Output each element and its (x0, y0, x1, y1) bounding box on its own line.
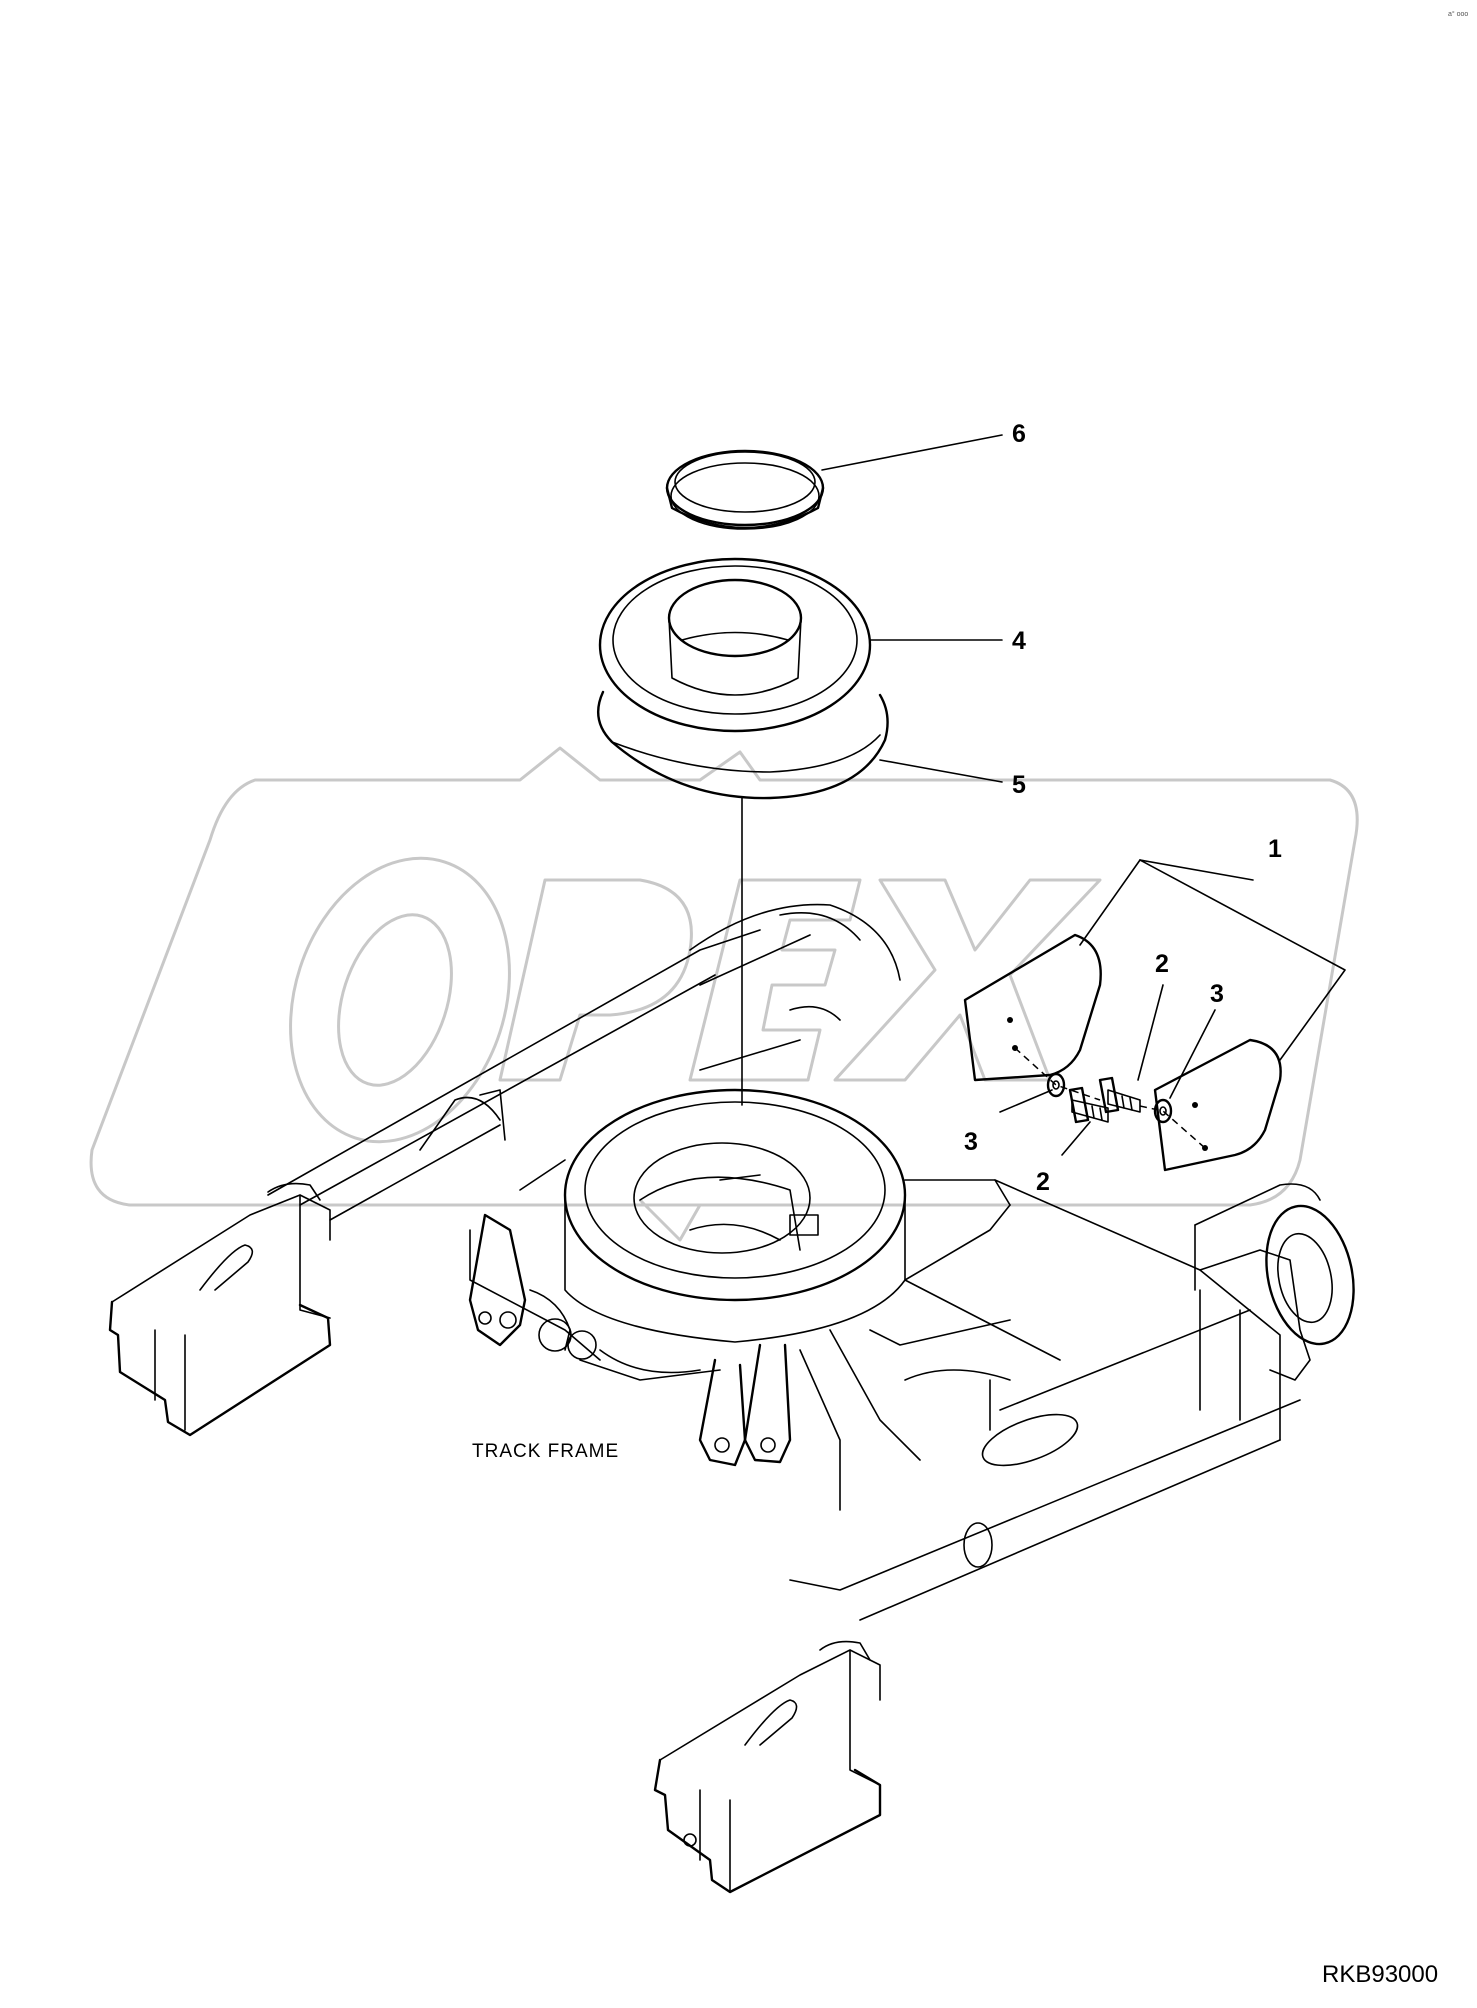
part-4-seal (598, 557, 872, 733)
track-frame-label: TRACK FRAME (472, 1441, 619, 1462)
assembly-line-left (1014, 1047, 1101, 1101)
part-3-washer-upper (1153, 1098, 1173, 1124)
part-6-seal-ring (665, 449, 825, 530)
callout-6: 6 (1012, 420, 1026, 448)
callout-4: 4 (1012, 627, 1026, 655)
callout-1: 1 (1268, 835, 1282, 863)
callout-2-upper: 2 (1155, 950, 1169, 978)
callout-2-lower: 2 (1036, 1168, 1050, 1196)
part-2-bolt-lower (1068, 1086, 1109, 1124)
part-1-right-cover (1153, 1038, 1282, 1172)
part-2-bolt-upper (1098, 1076, 1141, 1114)
leader-lines (821, 434, 1346, 1156)
callout-3-lower: 3 (964, 1128, 978, 1156)
track-frame (108, 903, 1355, 1894)
assembly-line-right (1139, 1105, 1206, 1149)
part-3-washer-lower (1046, 1072, 1066, 1098)
part-5-o-ring (596, 690, 889, 800)
callout-5: 5 (1012, 771, 1026, 799)
corner-mark: a° ooo (1448, 10, 1468, 18)
opex-watermark (89, 746, 1359, 1242)
callout-3-upper: 3 (1210, 980, 1224, 1008)
part-1-left-cover (963, 933, 1102, 1082)
drawing-code: RKB93000 (1322, 1961, 1438, 1988)
